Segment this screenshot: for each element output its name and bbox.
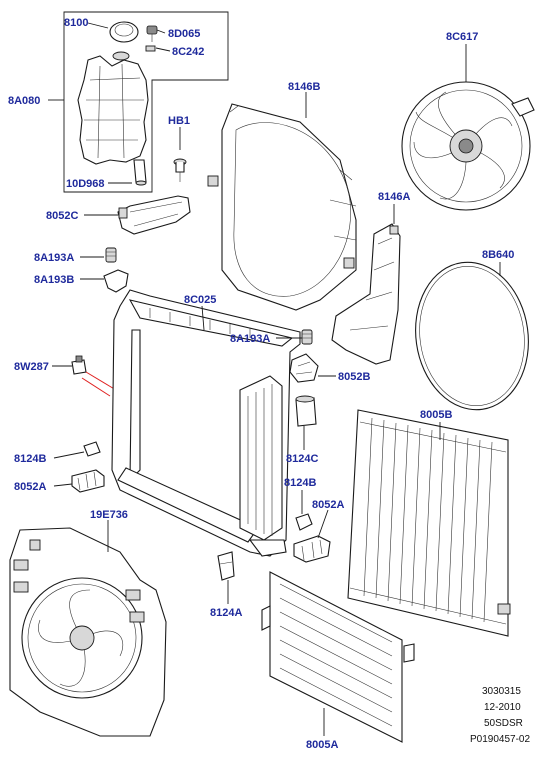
- label-8c242: 8C242: [172, 46, 204, 58]
- label-8124b-left: 8124B: [14, 453, 46, 465]
- clip-8124a: [217, 551, 235, 604]
- label-19e736: 19E736: [90, 509, 128, 521]
- condenser-8005b: [347, 409, 511, 637]
- bracket-8052a-right: [293, 509, 331, 563]
- meta-line-4: P0190457-02: [470, 734, 530, 745]
- shroud-lower-8146a: [331, 204, 401, 365]
- radiator-frame-8c025: [111, 289, 301, 557]
- label-8w287: 8W287: [14, 361, 49, 373]
- radiator-8005a: [261, 571, 415, 743]
- clip-8124b-left: [53, 441, 101, 459]
- label-hb1: HB1: [168, 115, 190, 127]
- label-8a193a-left: 8A193A: [34, 252, 74, 264]
- label-8a193a-right: 8A193A: [230, 333, 270, 345]
- fan-shroud-19e736: [9, 520, 167, 737]
- label-8052b: 8052B: [338, 371, 370, 383]
- label-8d065: 8D065: [168, 28, 200, 40]
- label-8005b: 8005B: [420, 409, 452, 421]
- clip-8124b-right: [295, 490, 313, 531]
- expansion-tank-group: [63, 11, 229, 193]
- electric-fan-8c617: [401, 44, 535, 211]
- sensor-8w287: [52, 355, 117, 397]
- part-labels: 8100 8D065 8C242 8A080 10D968 HB1 8052C …: [8, 17, 514, 751]
- meta-line-3: 50SDSR: [484, 718, 523, 729]
- label-8c025: 8C025: [184, 294, 216, 306]
- label-8124c: 8124C: [286, 453, 318, 465]
- label-8a193b: 8A193B: [34, 274, 74, 286]
- label-8b640: 8B640: [482, 249, 514, 261]
- fan-shroud-8146b: [207, 92, 357, 311]
- bracket-8052b: [289, 353, 336, 383]
- bolt-hb1: [173, 158, 187, 182]
- label-8146a: 8146A: [378, 191, 410, 203]
- label-8052a-left: 8052A: [14, 481, 46, 493]
- label-8005a: 8005A: [306, 739, 338, 751]
- bracket-8052a-left: [53, 469, 105, 493]
- label-8124b-right: 8124B: [284, 477, 316, 489]
- bracket-8a193b: [80, 269, 129, 293]
- seal-ring-8b640: [415, 261, 529, 411]
- label-8146b: 8146B: [288, 81, 320, 93]
- meta-line-2: 12-2010: [484, 702, 521, 713]
- clip-8124c: [295, 395, 317, 450]
- label-8124a: 8124A: [210, 607, 242, 619]
- clip-8a193a-right: [276, 329, 313, 345]
- label-8052c: 8052C: [46, 210, 78, 222]
- meta-line-1: 3030315: [482, 686, 521, 697]
- diagram-metadata: 3030315 12-2010 50SDSR P0190457-02: [470, 686, 530, 745]
- label-8c617: 8C617: [446, 31, 478, 43]
- label-10d968: 10D968: [66, 178, 105, 190]
- clip-8a193a-left: [80, 247, 117, 263]
- leaders-tank: [48, 22, 181, 184]
- label-8100: 8100: [64, 17, 88, 29]
- bracket-8052c: [84, 195, 191, 235]
- label-8a080: 8A080: [8, 95, 40, 107]
- label-8052a-right: 8052A: [312, 499, 344, 511]
